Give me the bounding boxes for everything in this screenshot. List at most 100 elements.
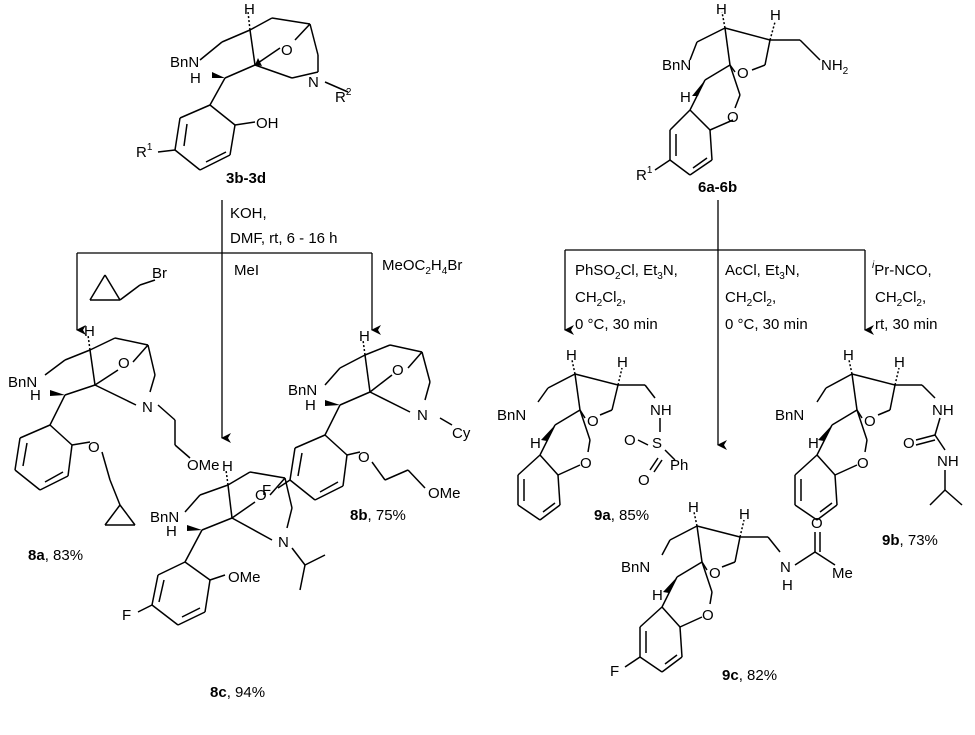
atom-o2: O [702, 607, 714, 624]
atom-h2: H [166, 523, 177, 540]
atom-h: H [244, 1, 255, 18]
atom-h: H [84, 323, 95, 340]
atom-o4: O [638, 472, 650, 489]
atom-h2: H [30, 387, 41, 404]
atom-ome: OMe [428, 485, 461, 502]
condition-meoc2h4br: MeOC2H4Br [382, 257, 462, 277]
atom-o: O [281, 42, 293, 59]
compound-9a: H H BnN H O O NH S O O Ph 9a, 85% [497, 347, 688, 524]
compound-label: 9b, 73% [882, 532, 938, 549]
compound-label: 6a-6b [698, 179, 737, 196]
atom-nh2: NH [937, 453, 959, 470]
atom-nh: NH [650, 402, 672, 419]
compound-8b: H BnN H O N Cy F O OMe 8b, 75% [262, 328, 471, 524]
compound-label: 3b-3d [226, 170, 266, 187]
atom-h: H [566, 347, 577, 364]
atom-o3: O [903, 435, 915, 452]
atom-o: O [709, 565, 721, 582]
atom-h2: H [190, 70, 201, 87]
atom-n: N [417, 407, 428, 424]
atom-h2: H [617, 354, 628, 371]
atom-ph: Ph [670, 457, 688, 474]
atom-h: H [359, 328, 370, 345]
atom-f: F [262, 482, 271, 499]
condition-dmf: DMF, rt, 6 - 16 h [230, 230, 338, 247]
atom-bnn: BnN [662, 57, 691, 74]
condition-temp-b: 0 °C, 30 min [725, 316, 808, 333]
atom-o2: O [727, 109, 739, 126]
atom-bnn: BnN [150, 509, 179, 526]
compound-9c: H H BnN H O O N H O Me F 9c, 82% [610, 499, 853, 684]
atom-h: H [716, 1, 727, 18]
atom-h2: H [770, 7, 781, 24]
atom-s: S [652, 435, 662, 452]
condition-koh: KOH, [230, 205, 267, 222]
atom-f: F [122, 607, 131, 624]
atom-bnn: BnN [621, 559, 650, 576]
condition-temp-a: 0 °C, 30 min [575, 316, 658, 333]
condition-phso2cl: PhSO2Cl, Et3N, [575, 262, 678, 282]
condition-mei: MeI [234, 262, 259, 279]
atom-o2: O [358, 449, 370, 466]
atom-bnn: BnN [8, 374, 37, 391]
atom-me: Me [832, 565, 853, 582]
atom-h2: H [894, 354, 905, 371]
atom-br: Br [152, 265, 167, 282]
atom-o2: O [88, 439, 100, 456]
atom-h3: H [680, 89, 691, 106]
atom-oh: OH [256, 115, 279, 132]
compound-8a: H BnN H O N O OMe 8a, 83% [8, 323, 220, 564]
atom-bnn: BnN [170, 54, 199, 71]
atom-n: N [278, 534, 289, 551]
atom-o: O [392, 362, 404, 379]
atom-o3: O [811, 515, 823, 532]
condition-ch2cl2-b: CH2Cl2, [725, 289, 776, 309]
compound-label: 8c, 94% [210, 684, 265, 701]
condition-accl: AcCl, Et3N, [725, 262, 800, 282]
atom-h2: H [739, 506, 750, 523]
right-arrow-system [564, 200, 874, 450]
atom-n: N [780, 559, 791, 576]
atom-o2: O [857, 455, 869, 472]
condition-ch2cl2-c: CH2Cl2, [875, 289, 926, 309]
compound-3b-3d: H BnN H O N R2 OH R1 3b-3d [136, 1, 352, 187]
condition-iprnco: iPr-NCO, [872, 260, 932, 279]
compound-label: 9c, 82% [722, 667, 777, 684]
compound-label: 8b, 75% [350, 507, 406, 524]
atom-nh2: NH2 [821, 57, 849, 77]
atom-h3: H [652, 587, 663, 604]
atom-bnn: BnN [288, 382, 317, 399]
atom-f: F [610, 663, 619, 680]
atom-r1: R1 [636, 165, 653, 184]
atom-ome: OMe [228, 569, 261, 586]
atom-h2: H [305, 397, 316, 414]
atom-ome: OMe [187, 457, 220, 474]
left-arrow-system [76, 200, 381, 443]
atom-nh-h: H [782, 577, 793, 594]
atom-o: O [118, 355, 130, 372]
atom-r1: R1 [136, 142, 153, 161]
compound-label: 8a, 83% [28, 547, 83, 564]
atom-o3: O [624, 432, 636, 449]
atom-h: H [222, 458, 233, 475]
atom-bnn: BnN [497, 407, 526, 424]
compound-label: 9a, 85% [594, 507, 649, 524]
condition-ch2cl2-a: CH2Cl2, [575, 289, 626, 309]
condition-temp-c: rt, 30 min [875, 316, 938, 333]
reagent-cyclopropylmethyl-bromide: Br [89, 265, 167, 301]
compound-6a-6b: H H BnN H O O NH2 R1 6a-6b [636, 1, 849, 196]
atom-h3: H [530, 435, 541, 452]
compound-9b: H H BnN H O O NH O NH 9b, 73% [775, 347, 963, 549]
atom-h: H [688, 499, 699, 516]
atom-o: O [255, 487, 267, 504]
atom-o2: O [580, 455, 592, 472]
atom-bnn: BnN [775, 407, 804, 424]
atom-o: O [587, 413, 599, 430]
atom-h: H [843, 347, 854, 364]
atom-o: O [737, 65, 749, 82]
atom-o: O [864, 413, 876, 430]
atom-cy: Cy [452, 425, 471, 442]
atom-r2: R2 [335, 87, 352, 106]
atom-n: N [308, 74, 319, 91]
